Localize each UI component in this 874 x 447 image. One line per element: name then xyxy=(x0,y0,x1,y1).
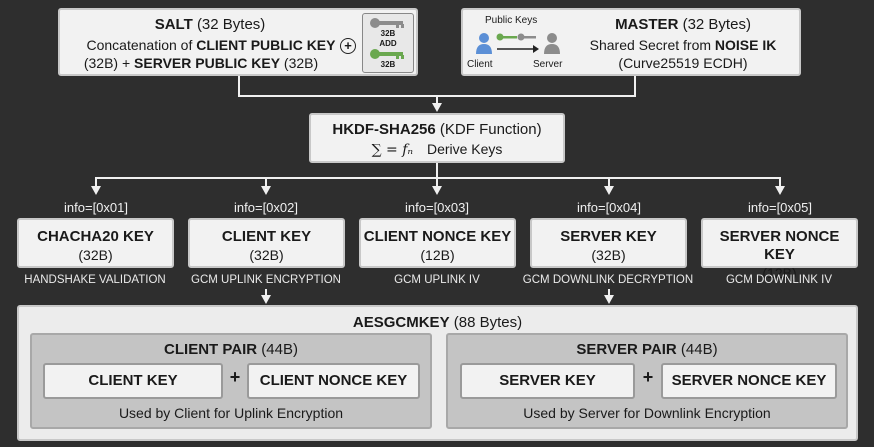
key-arrow-icon xyxy=(496,33,539,53)
fanout-arrow-3 xyxy=(432,186,442,195)
master-desc-curve: (Curve25519 ECDH) xyxy=(618,55,748,71)
kdf-subtitle: (KDF Function) xyxy=(439,121,542,138)
kdf-out-connector xyxy=(436,163,438,177)
aesgcmkey-box: AESGCMKEY (88 Bytes) CLIENT PAIR (44B) C… xyxy=(17,305,858,441)
client-key-down-connector xyxy=(265,289,267,295)
master-public-keys-label: Public Keys xyxy=(485,15,538,26)
client-key-box: CLIENT KEY (32B) xyxy=(188,218,345,268)
client-key-down-arrow xyxy=(261,295,271,304)
master-box: Public Keys Client Server MASTER (32 Byt… xyxy=(461,8,801,76)
kdf-title: HKDF-SHA256 xyxy=(332,121,436,138)
kdf-derive-label: Derive Keys xyxy=(426,141,503,157)
kdf-box: HKDF-SHA256 (KDF Function) ∑ = fₙ Derive… xyxy=(309,113,565,163)
fanout-arrow-5 xyxy=(775,186,785,195)
info-label: info=[0x03] xyxy=(405,200,469,215)
server-pair-server-nonce-key: SERVER NONCE KEY xyxy=(661,363,837,399)
key-size: (12B) xyxy=(420,247,455,263)
kdf-formula: ∑ = fₙ xyxy=(371,142,414,158)
server-pair-plus: + xyxy=(642,367,654,387)
server-pair-size: (44B) xyxy=(680,341,718,358)
fanout-drop-2 xyxy=(265,177,267,186)
salt-title: SALT xyxy=(154,16,193,33)
green-key-icon xyxy=(370,49,404,59)
client-pair-plus: + xyxy=(229,367,241,387)
salt-desc-client: CLIENT PUBLIC KEY xyxy=(196,37,336,53)
salt-icon-bot-label: 32B xyxy=(380,60,396,69)
key-caption: GCM DOWNLINK IV xyxy=(725,274,833,286)
key-name: CLIENT KEY xyxy=(221,228,312,245)
salt-desc-server: SERVER PUBLIC KEY xyxy=(134,55,281,71)
salt-box: SALT (32 Bytes) Concatenation of CLIENT … xyxy=(58,8,418,76)
client-nonce-key-box: CLIENT NONCE KEY (12B) xyxy=(359,218,516,268)
salt-desc-prefix: Concatenation of xyxy=(86,37,197,53)
server-pair-title: SERVER PAIR xyxy=(576,341,677,358)
plus-circle-icon: + xyxy=(340,38,356,54)
client-pair-client-nonce-key: CLIENT NONCE KEY xyxy=(247,363,420,399)
key-name: SERVER NONCE KEY xyxy=(719,228,840,263)
fanout-arrow-1 xyxy=(91,186,101,195)
key-caption: HANDSHAKE VALIDATION xyxy=(24,274,166,286)
info-label: info=[0x01] xyxy=(64,200,128,215)
master-server-label: Server xyxy=(533,59,563,70)
fanout-bar xyxy=(95,177,781,179)
salt-desc-prefix2: (32B) + xyxy=(83,55,135,71)
server-key-down-arrow xyxy=(604,295,614,304)
master-client-label: Client xyxy=(467,59,493,70)
fanout-drop-3 xyxy=(436,177,438,186)
server-key-down-connector xyxy=(608,289,610,295)
fanout-drop-4 xyxy=(608,177,610,186)
aesgcmkey-size: (88 Bytes) xyxy=(453,314,523,331)
server-pair-caption: Used by Server for Downlink Encryption xyxy=(523,405,771,421)
kdf-in-connector xyxy=(436,95,438,103)
key-name: CHACHA20 KEY xyxy=(37,228,154,245)
fanout-arrow-4 xyxy=(604,186,614,195)
server-person-icon xyxy=(544,33,560,54)
key-size: (32B) xyxy=(78,247,113,263)
key-name: SERVER KEY xyxy=(560,228,657,245)
client-pair-title: CLIENT PAIR xyxy=(164,341,258,358)
server-pair-box: SERVER PAIR (44B) SERVER KEY + SERVER NO… xyxy=(446,333,848,429)
fanout-arrow-2 xyxy=(261,186,271,195)
key-name: CLIENT NONCE KEY xyxy=(363,228,512,245)
client-pair-client-key: CLIENT KEY xyxy=(43,363,223,399)
master-connector xyxy=(634,76,636,96)
chacha20-key-box: CHACHA20 KEY (32B) xyxy=(17,218,174,268)
server-key-box: SERVER KEY (32B) xyxy=(530,218,687,268)
salt-size: (32 Bytes) xyxy=(196,16,266,33)
info-label: info=[0x05] xyxy=(748,200,812,215)
gray-key-icon xyxy=(370,18,404,28)
server-pair-server-key: SERVER KEY xyxy=(460,363,635,399)
salt-desc-suffix: (32B) xyxy=(280,55,319,71)
salt-icon-top-label: 32B xyxy=(380,29,396,38)
fanout-drop-1 xyxy=(95,177,97,186)
master-desc-prefix: Shared Secret from xyxy=(589,37,715,53)
master-size: (32 Bytes) xyxy=(682,16,751,33)
key-caption: GCM UPLINK IV xyxy=(394,274,480,286)
key-size: (32B) xyxy=(249,247,284,263)
kdf-in-arrow xyxy=(432,103,442,112)
salt-connector xyxy=(238,76,240,96)
salt-icon-mid-label: ADD xyxy=(379,39,397,48)
key-caption: GCM UPLINK ENCRYPTION xyxy=(191,274,341,286)
master-title: MASTER xyxy=(615,16,679,33)
fanout-drop-5 xyxy=(779,177,781,186)
salt-keys-icon: 32B ADD 32B xyxy=(362,13,414,73)
info-label: info=[0x04] xyxy=(577,200,641,215)
server-nonce-key-box: SERVER NONCE KEY (12B) xyxy=(701,218,858,281)
key-caption: GCM DOWNLINK DECRYPTION xyxy=(522,274,694,286)
key-size: (32B) xyxy=(591,247,626,263)
info-label: info=[0x02] xyxy=(234,200,298,215)
aesgcmkey-title: AESGCMKEY xyxy=(352,314,450,331)
client-pair-size: (44B) xyxy=(261,341,298,358)
key-size: (12B) xyxy=(762,265,797,281)
master-desc-noise: NOISE IK xyxy=(714,37,777,53)
client-pair-caption: Used by Client for Uplink Encryption xyxy=(118,405,344,421)
client-pair-box: CLIENT PAIR (44B) CLIENT KEY + CLIENT NO… xyxy=(30,333,432,429)
client-person-icon xyxy=(476,33,492,54)
